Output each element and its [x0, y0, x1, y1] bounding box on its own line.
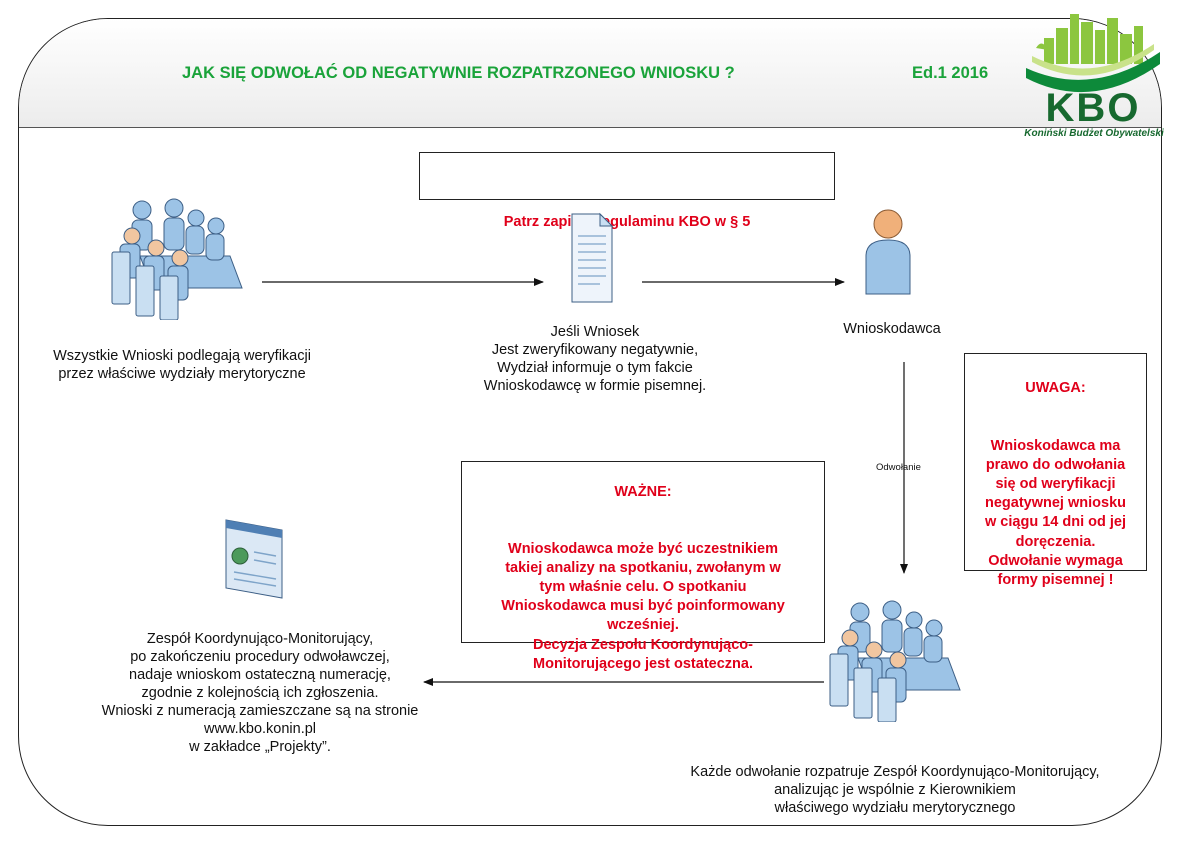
uwaga-body: Wnioskodawca ma prawo do odwołania się o… [965, 437, 1146, 591]
meeting-group-icon [110, 196, 246, 320]
step-final-text: Zespół Koordynująco-Monitorujący, po zak… [50, 630, 470, 756]
wazne-body: Wnioskodawca może być uczestnikiem takie… [462, 540, 824, 674]
webpage-icon [222, 518, 286, 600]
appeal-label: Odwołanie [876, 462, 921, 473]
regulation-box: Patrz zapisy Regulaminu KBO w § 5 [419, 152, 835, 200]
wazne-box: WAŻNE: Wnioskodawca może być uczestnikie… [461, 461, 825, 643]
person-icon [862, 206, 914, 296]
step-applicant-text: Wnioskodawca [822, 320, 962, 338]
step-negative-text: Jeśli Wniosek Jest zweryfikowany negatyw… [440, 323, 750, 395]
document-icon [570, 212, 614, 304]
uwaga-heading: UWAGA: [965, 379, 1146, 398]
wazne-heading: WAŻNE: [462, 483, 824, 502]
step-verification-text: Wszystkie Wnioski podlegają weryfikacji … [22, 347, 342, 383]
uwaga-box: UWAGA: Wnioskodawca ma prawo do odwołani… [964, 353, 1147, 571]
meeting-group-icon-bottom [828, 598, 964, 722]
step-review-text: Każde odwołanie rozpatruje Zespół Koordy… [630, 763, 1160, 817]
regulation-text: Patrz zapisy Regulaminu KBO w § 5 [504, 214, 751, 230]
